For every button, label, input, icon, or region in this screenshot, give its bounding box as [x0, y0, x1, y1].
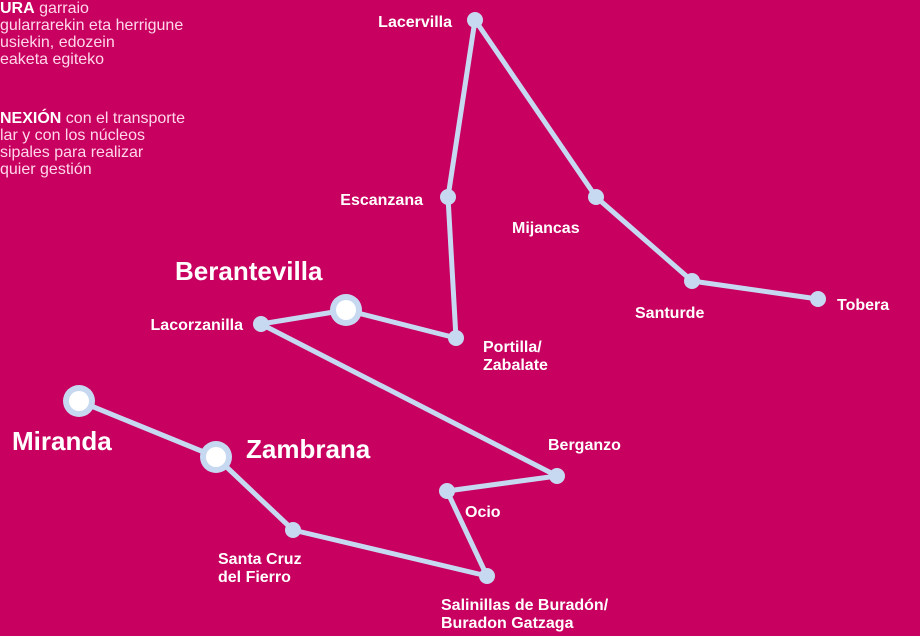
route-stops	[63, 12, 826, 584]
intro-es-line-2: lar y con los núcleos	[0, 127, 145, 144]
stop-marker-santa-cruz-del-fierro	[285, 522, 301, 538]
intro-es-line-4: quier gestión	[0, 161, 92, 178]
stop-label-zambrana: Zambrana	[246, 434, 371, 464]
intro-eu-line-1: garraio	[34, 0, 89, 17]
stop-label-line: Escanzana	[340, 192, 423, 209]
route-line-2	[76, 194, 560, 579]
stop-marker-lacervilla	[467, 12, 483, 28]
stop-label-line: del Fierro	[218, 569, 291, 586]
stop-marker-portilla-zabalate	[448, 330, 464, 346]
stop-label-ocio: Ocio	[465, 504, 501, 521]
stop-marker-berganzo	[549, 468, 565, 484]
stop-label-line: Lacorzanilla	[151, 317, 244, 334]
stop-label-santurde: Santurde	[635, 305, 704, 322]
intro-es-bold: NEXIÓN	[0, 110, 62, 127]
stop-label-miranda: Miranda	[12, 426, 112, 456]
stop-marker-lacorzanilla	[253, 316, 269, 332]
route-line-1	[445, 17, 821, 302]
intro-eu-line-3: usiekin, edozein	[0, 34, 115, 51]
stop-label-berganzo: Berganzo	[548, 437, 621, 454]
stop-label-line: Miranda	[12, 426, 112, 456]
stop-label-line: Mijancas	[512, 220, 580, 237]
stop-label-line: Salinillas de Buradón/	[441, 597, 609, 614]
intro-es-line-3: sipales para realizar	[0, 144, 144, 161]
stop-marker-tobera	[810, 291, 826, 307]
stop-marker-ocio	[439, 483, 455, 499]
stop-label-line: Lacervilla	[378, 14, 452, 31]
intro-paragraph-eu: URA garraio gularrarekin eta herrigune u…	[0, 0, 280, 68]
intro-eu-line-2: gularrarekin eta herrigune	[0, 17, 184, 34]
stop-label-salinillas-de-buradon-buradon-gatzaga: Salinillas de Buradón/Buradon Gatzaga	[441, 597, 609, 632]
stop-label-escanzana: Escanzana	[340, 192, 423, 209]
stop-label-portilla-zabalate: Portilla/Zabalate	[483, 339, 548, 374]
stop-label-line: Tobera	[837, 297, 889, 314]
stop-marker-mijancas	[588, 189, 604, 205]
stop-label-line: Berganzo	[548, 437, 621, 454]
intro-es-line-1: con el transporte	[61, 110, 185, 127]
stop-label-line: Portilla/	[483, 339, 542, 356]
stop-marker-salinillas-de-buradon-buradon-gatzaga	[479, 568, 495, 584]
stop-label-line: Zambrana	[246, 434, 371, 464]
stop-label-tobera: Tobera	[837, 297, 889, 314]
stop-label-berantevilla: Berantevilla	[175, 256, 323, 286]
intro-paragraph-es: NEXIÓN con el transporte lar y con los n…	[0, 110, 280, 178]
stop-label-line: Berantevilla	[175, 256, 323, 286]
stop-label-lacervilla: Lacervilla	[378, 14, 452, 31]
stop-marker-santurde	[684, 273, 700, 289]
stop-marker-center-miranda	[69, 391, 89, 411]
intro-eu-line-4: eaketa egiteko	[0, 51, 105, 68]
stop-marker-center-zambrana	[206, 447, 226, 467]
stop-label-line: Santa Cruz	[218, 551, 302, 568]
stop-marker-center-berantevilla	[336, 300, 356, 320]
stop-label-line: Buradon Gatzaga	[441, 615, 574, 632]
intro-eu-bold: URA	[0, 0, 35, 17]
stop-marker-escanzana	[440, 189, 456, 205]
stop-label-mijancas: Mijancas	[512, 220, 580, 237]
stop-label-line: Zabalate	[483, 357, 548, 374]
stop-label-line: Ocio	[465, 504, 501, 521]
stop-label-lacorzanilla: Lacorzanilla	[151, 317, 244, 334]
stop-label-line: Santurde	[635, 305, 704, 322]
